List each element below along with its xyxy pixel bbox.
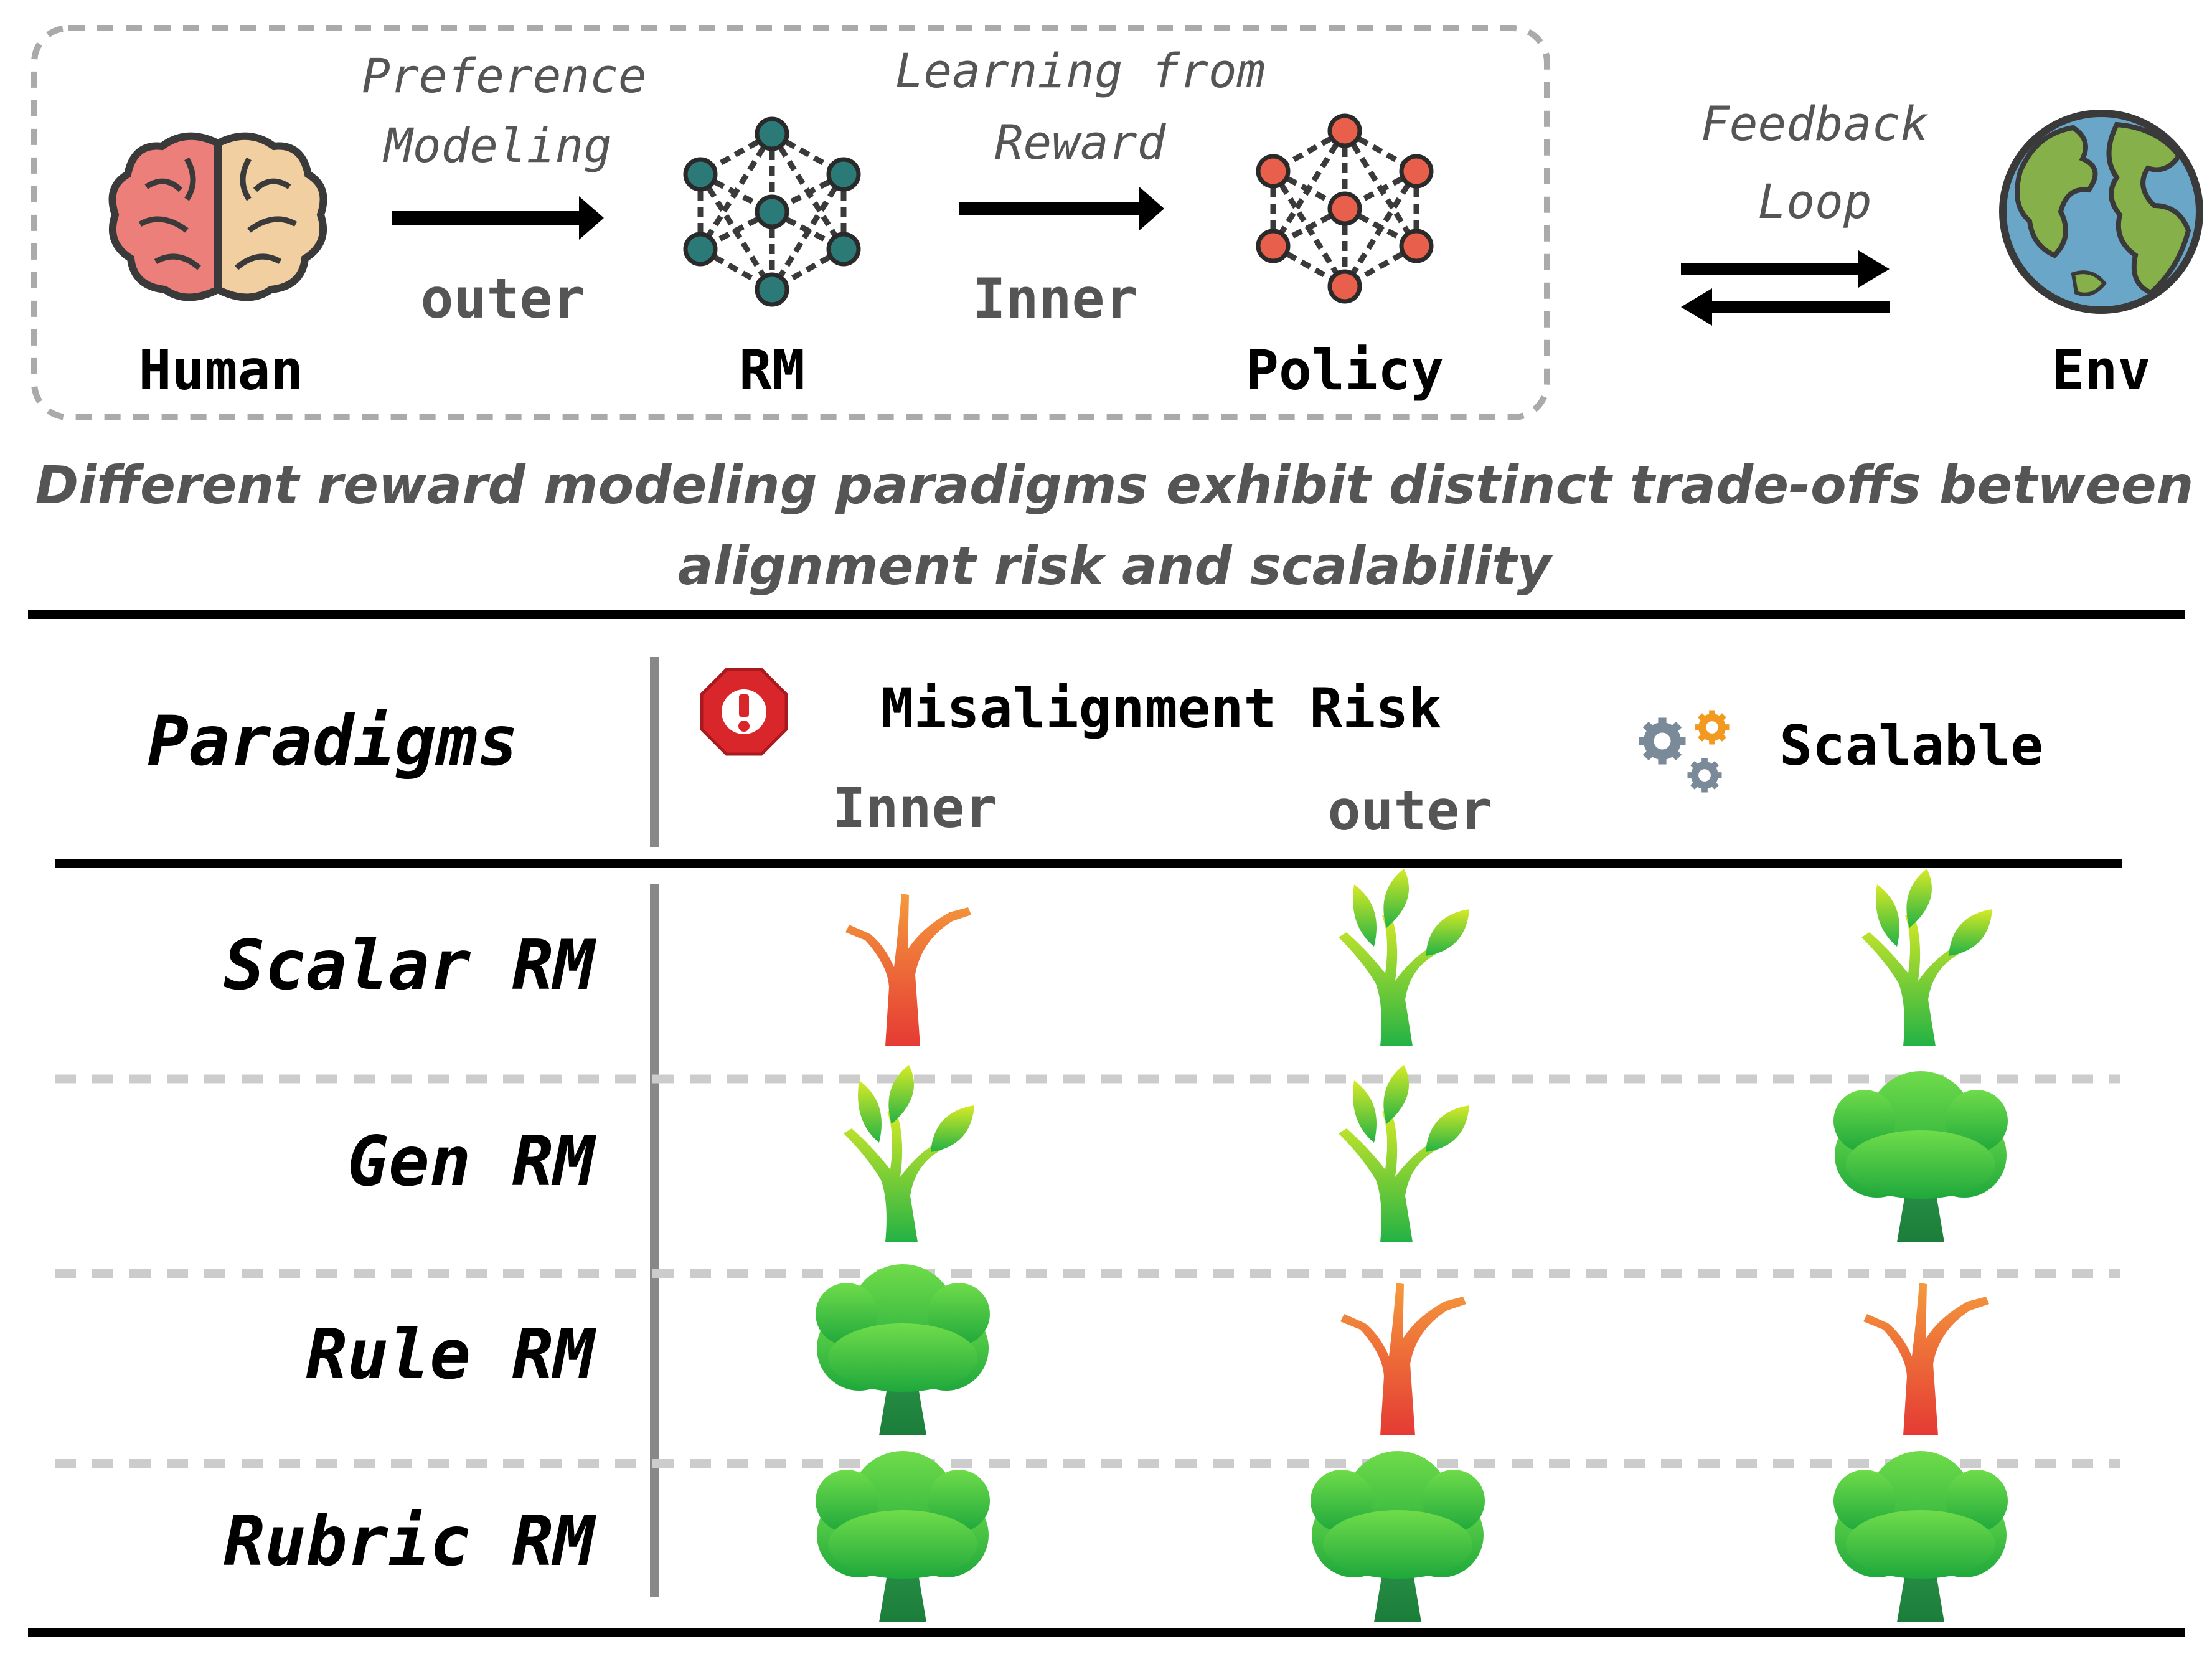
feedback-loop: Feedback Loop: [1681, 96, 1929, 326]
arrowhead-to-env: [1858, 250, 1890, 288]
policy-network-edge: [1271, 169, 1418, 248]
sprout-icon: [844, 1065, 974, 1242]
rm-network-edge: [699, 172, 845, 252]
bare-red-tree-icon: [1863, 1283, 1989, 1435]
env-label: Env: [2052, 338, 2151, 402]
rm-network-node: [826, 232, 861, 267]
full-tree-icon: [1311, 1451, 1485, 1622]
row-paradigm-name: Rubric RM: [224, 1501, 597, 1581]
header-bottom-rule: [55, 859, 2122, 868]
arrowhead-human-to-rm: [579, 196, 604, 240]
arrowhead-from-env: [1681, 288, 1712, 326]
policy-label: Policy: [1246, 338, 1444, 402]
table-row: Rule RM: [55, 1264, 2120, 1468]
learning-label-line2: Reward: [995, 115, 1167, 170]
sprout-icon: [1339, 1065, 1469, 1242]
bare-red-tree-icon: [1340, 1283, 1466, 1435]
policy-network-node: [1327, 191, 1362, 226]
rm-network-node: [683, 157, 718, 192]
caption-line2: alignment risk and scalability: [678, 536, 1553, 597]
rm-network-node: [826, 157, 861, 192]
policy-network-edge: [1342, 129, 1419, 248]
dashed-frame: [31, 25, 1550, 420]
bare-red-tree-icon: [845, 894, 971, 1046]
policy-network-node: [1256, 154, 1291, 189]
table-body: Scalar RM Gen RM Rule RM Rubric RM: [55, 869, 2120, 1622]
table-bottom-rule: [28, 1628, 2185, 1637]
header-paradigms: Paradigms: [148, 701, 519, 781]
inner-label: Inner: [973, 267, 1138, 331]
policy-network-icon: [1256, 113, 1434, 304]
table-row: Scalar RM: [55, 869, 2120, 1084]
body-vertical-divider: [650, 884, 659, 1597]
learning-label-line1: Learning from: [895, 43, 1266, 98]
pipeline-panel: Human Preference Modeling outer RM Learn…: [31, 25, 1550, 420]
feedback-label-line1: Feedback: [1701, 96, 1929, 151]
policy-network-edge: [1271, 169, 1418, 248]
rm-network-edge: [769, 132, 846, 251]
caption-line1: Different reward modeling paradigms exhi…: [35, 455, 2194, 516]
globe-icon: [1999, 110, 2203, 314]
policy-network-node: [1399, 154, 1434, 189]
arrowhead-rm-to-policy: [1139, 187, 1164, 230]
header-vertical-divider: [650, 657, 659, 847]
header-inner: Inner: [833, 776, 998, 840]
feedback-label-line2: Loop: [1758, 174, 1871, 229]
rm-network-edge: [698, 132, 774, 251]
rm-network-edge: [698, 172, 774, 291]
gear-large: [1639, 717, 1686, 765]
policy-network-node: [1399, 229, 1434, 263]
rm-network-node: [755, 272, 789, 307]
paradigm-table: Paradigms Misalignment Risk Inner outer …: [28, 610, 2185, 1637]
policy-network-edge: [1342, 169, 1419, 288]
header-outer: outer: [1328, 778, 1493, 843]
policy-network-node: [1327, 269, 1362, 304]
rm-network-edge: [769, 172, 846, 291]
outer-label: outer: [421, 267, 586, 331]
rm-network-icon: [683, 116, 861, 307]
policy-network-node: [1327, 113, 1362, 148]
full-tree-icon: [816, 1451, 990, 1622]
gear-orange: [1695, 710, 1730, 745]
rm-network-node: [755, 194, 789, 229]
rm-network-node: [755, 116, 789, 151]
header-misalignment-risk: Misalignment Risk: [881, 676, 1442, 740]
table-row: Gen RM: [55, 1065, 2120, 1278]
rm-network-edge: [699, 172, 845, 252]
warning-stop-icon: [700, 668, 788, 756]
header-scalable: Scalable: [1779, 714, 2043, 778]
row-paradigm-name: Gen RM: [347, 1122, 597, 1201]
rm-network-node: [683, 232, 718, 267]
gear-small: [1687, 758, 1722, 793]
gears-icon: [1639, 710, 1730, 793]
row-paradigm-name: Scalar RM: [224, 925, 597, 1005]
rm-label: RM: [739, 338, 805, 402]
full-tree-icon: [1833, 1071, 2008, 1242]
brain-icon: [108, 132, 327, 301]
sprout-icon: [1861, 869, 1992, 1046]
full-tree-icon: [816, 1264, 990, 1435]
table-row: Rubric RM: [224, 1451, 2008, 1622]
human-label: Human: [139, 338, 304, 402]
table-top-rule: [28, 610, 2185, 619]
preference-label-line1: Preference: [362, 48, 647, 103]
preference-label-line2: Modeling: [382, 118, 612, 173]
policy-network-edge: [1271, 169, 1347, 288]
full-tree-icon: [1833, 1451, 2008, 1622]
sprout-icon: [1339, 869, 1469, 1046]
policy-network-node: [1256, 229, 1291, 263]
row-paradigm-name: Rule RM: [306, 1315, 596, 1394]
policy-network-edge: [1271, 129, 1347, 248]
